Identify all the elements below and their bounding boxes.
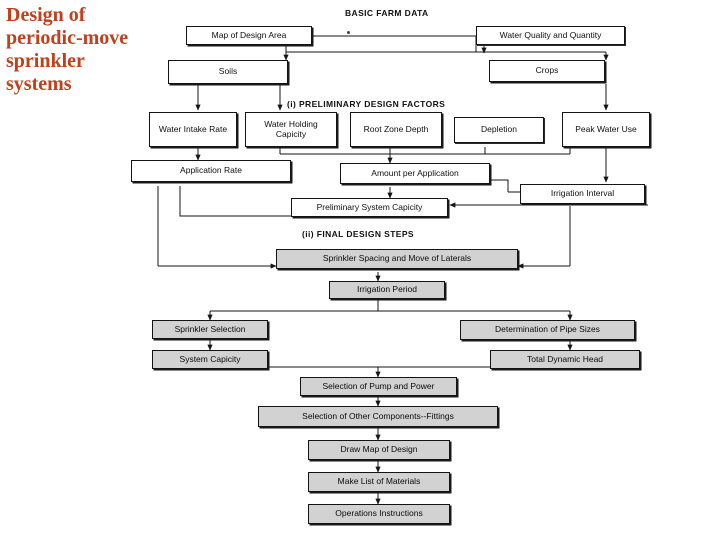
node-application-rate[interactable]: Application Rate [131, 160, 291, 182]
node-depletion[interactable]: Depletion [454, 117, 544, 143]
node-water-holding-capicity[interactable]: Water Holding Capicity [245, 112, 337, 147]
node-make-list-of-materials[interactable]: Make List of Materials [308, 472, 450, 492]
node-root-zone-depth[interactable]: Root Zone Depth [350, 112, 442, 147]
section-label-preliminary: (i) PRELIMINARY DESIGN FACTORS [287, 99, 446, 109]
flowchart-connectors [157, 35, 648, 505]
node-selection-pump-power[interactable]: Selection of Pump and Power [300, 377, 457, 396]
node-peak-water-use[interactable]: Peak Water Use [562, 112, 650, 147]
node-irrigation-interval[interactable]: Irrigation Interval [520, 184, 645, 204]
bullet-marker-icon [347, 31, 350, 34]
node-irrigation-period[interactable]: Irrigation Period [329, 281, 445, 299]
node-amount-per-application[interactable]: Amount per Application [340, 163, 490, 184]
diagram-heading: BASIC FARM DATA [345, 8, 429, 18]
flowchart-diagram: BASIC FARM DATA (i) PRELIMINARY DESIGN F… [131, 0, 720, 540]
node-system-capicity[interactable]: System Capicity [152, 350, 268, 369]
page-title: Design of periodic-move sprinkler system… [6, 4, 129, 95]
node-selection-other-components[interactable]: Selection of Other Components--Fittings [258, 406, 498, 427]
node-preliminary-system-capicity[interactable]: Preliminary System Capicity [291, 198, 448, 217]
node-water-quality-quantity[interactable]: Water Quality and Quantity [476, 26, 625, 45]
node-soils[interactable]: Soils [168, 60, 288, 84]
node-operations-instructions[interactable]: Operations Instructions [308, 504, 450, 524]
node-map-of-design-area[interactable]: Map of Design Area [186, 26, 312, 45]
node-determination-pipe-sizes[interactable]: Determination of Pipe Sizes [460, 320, 635, 340]
section-label-final: (ii) FINAL DESIGN STEPS [302, 229, 414, 239]
node-draw-map-of-design[interactable]: Draw Map of Design [308, 440, 450, 460]
node-total-dynamic-head[interactable]: Total Dynamic Head [490, 350, 640, 369]
node-sprinkler-selection[interactable]: Sprinkler Selection [152, 320, 268, 339]
node-sprinkler-spacing[interactable]: Sprinkler Spacing and Move of Laterals [276, 249, 518, 269]
node-water-intake-rate[interactable]: Water Intake Rate [149, 112, 237, 147]
node-crops[interactable]: Crops [489, 60, 605, 82]
